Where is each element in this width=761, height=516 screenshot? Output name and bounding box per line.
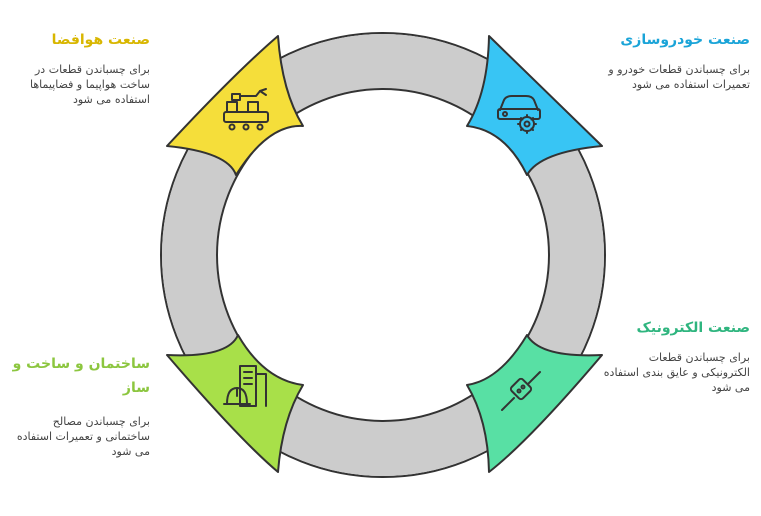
automotive-description: برای چسباندن قطعات خودرو و تعمیرات استفا… bbox=[608, 63, 750, 91]
electronics-description: برای چسباندن قطعات الکترونیکی و عایق بند… bbox=[603, 351, 750, 394]
hardhat-building-icon bbox=[223, 365, 267, 407]
electronics-title: صنعت الکترونیک bbox=[636, 320, 750, 336]
segment-aerospace[interactable] bbox=[166, 35, 304, 176]
segment-construction[interactable] bbox=[166, 334, 304, 473]
automotive-label: صنعت خودروسازی برای چسباندن قطعات خودرو … bbox=[600, 30, 750, 92]
construction-title: ساختمان و ساخت و ساز bbox=[12, 356, 150, 396]
construction-label: ساختمان و ساخت و ساز برای چسباندن مصالح … bbox=[10, 352, 150, 459]
electronics-label: صنعت الکترونیک برای چسباندن قطعات الکترو… bbox=[600, 318, 750, 395]
segment-electronics[interactable] bbox=[466, 334, 603, 473]
ring-inner-border bbox=[216, 88, 550, 422]
automotive-title: صنعت خودروسازی bbox=[620, 32, 750, 48]
ring-band bbox=[162, 34, 604, 476]
aerospace-label: صنعت هوافضا برای چسباندن قطعات در ساخت ه… bbox=[10, 30, 150, 107]
robot-arm-assembly-icon bbox=[223, 88, 269, 131]
aerospace-description: برای چسباندن قطعات در ساخت هواپیما و فضا… bbox=[30, 63, 150, 106]
construction-description: برای چسباندن مصالح ساختمانی و تعمیرات اس… bbox=[16, 415, 150, 458]
cable-connector-icon bbox=[501, 371, 541, 411]
aerospace-title: صنعت هوافضا bbox=[51, 32, 150, 48]
segment-automotive[interactable] bbox=[466, 35, 603, 176]
car-gear-icon bbox=[497, 95, 541, 134]
ring-outer-border bbox=[160, 32, 606, 478]
